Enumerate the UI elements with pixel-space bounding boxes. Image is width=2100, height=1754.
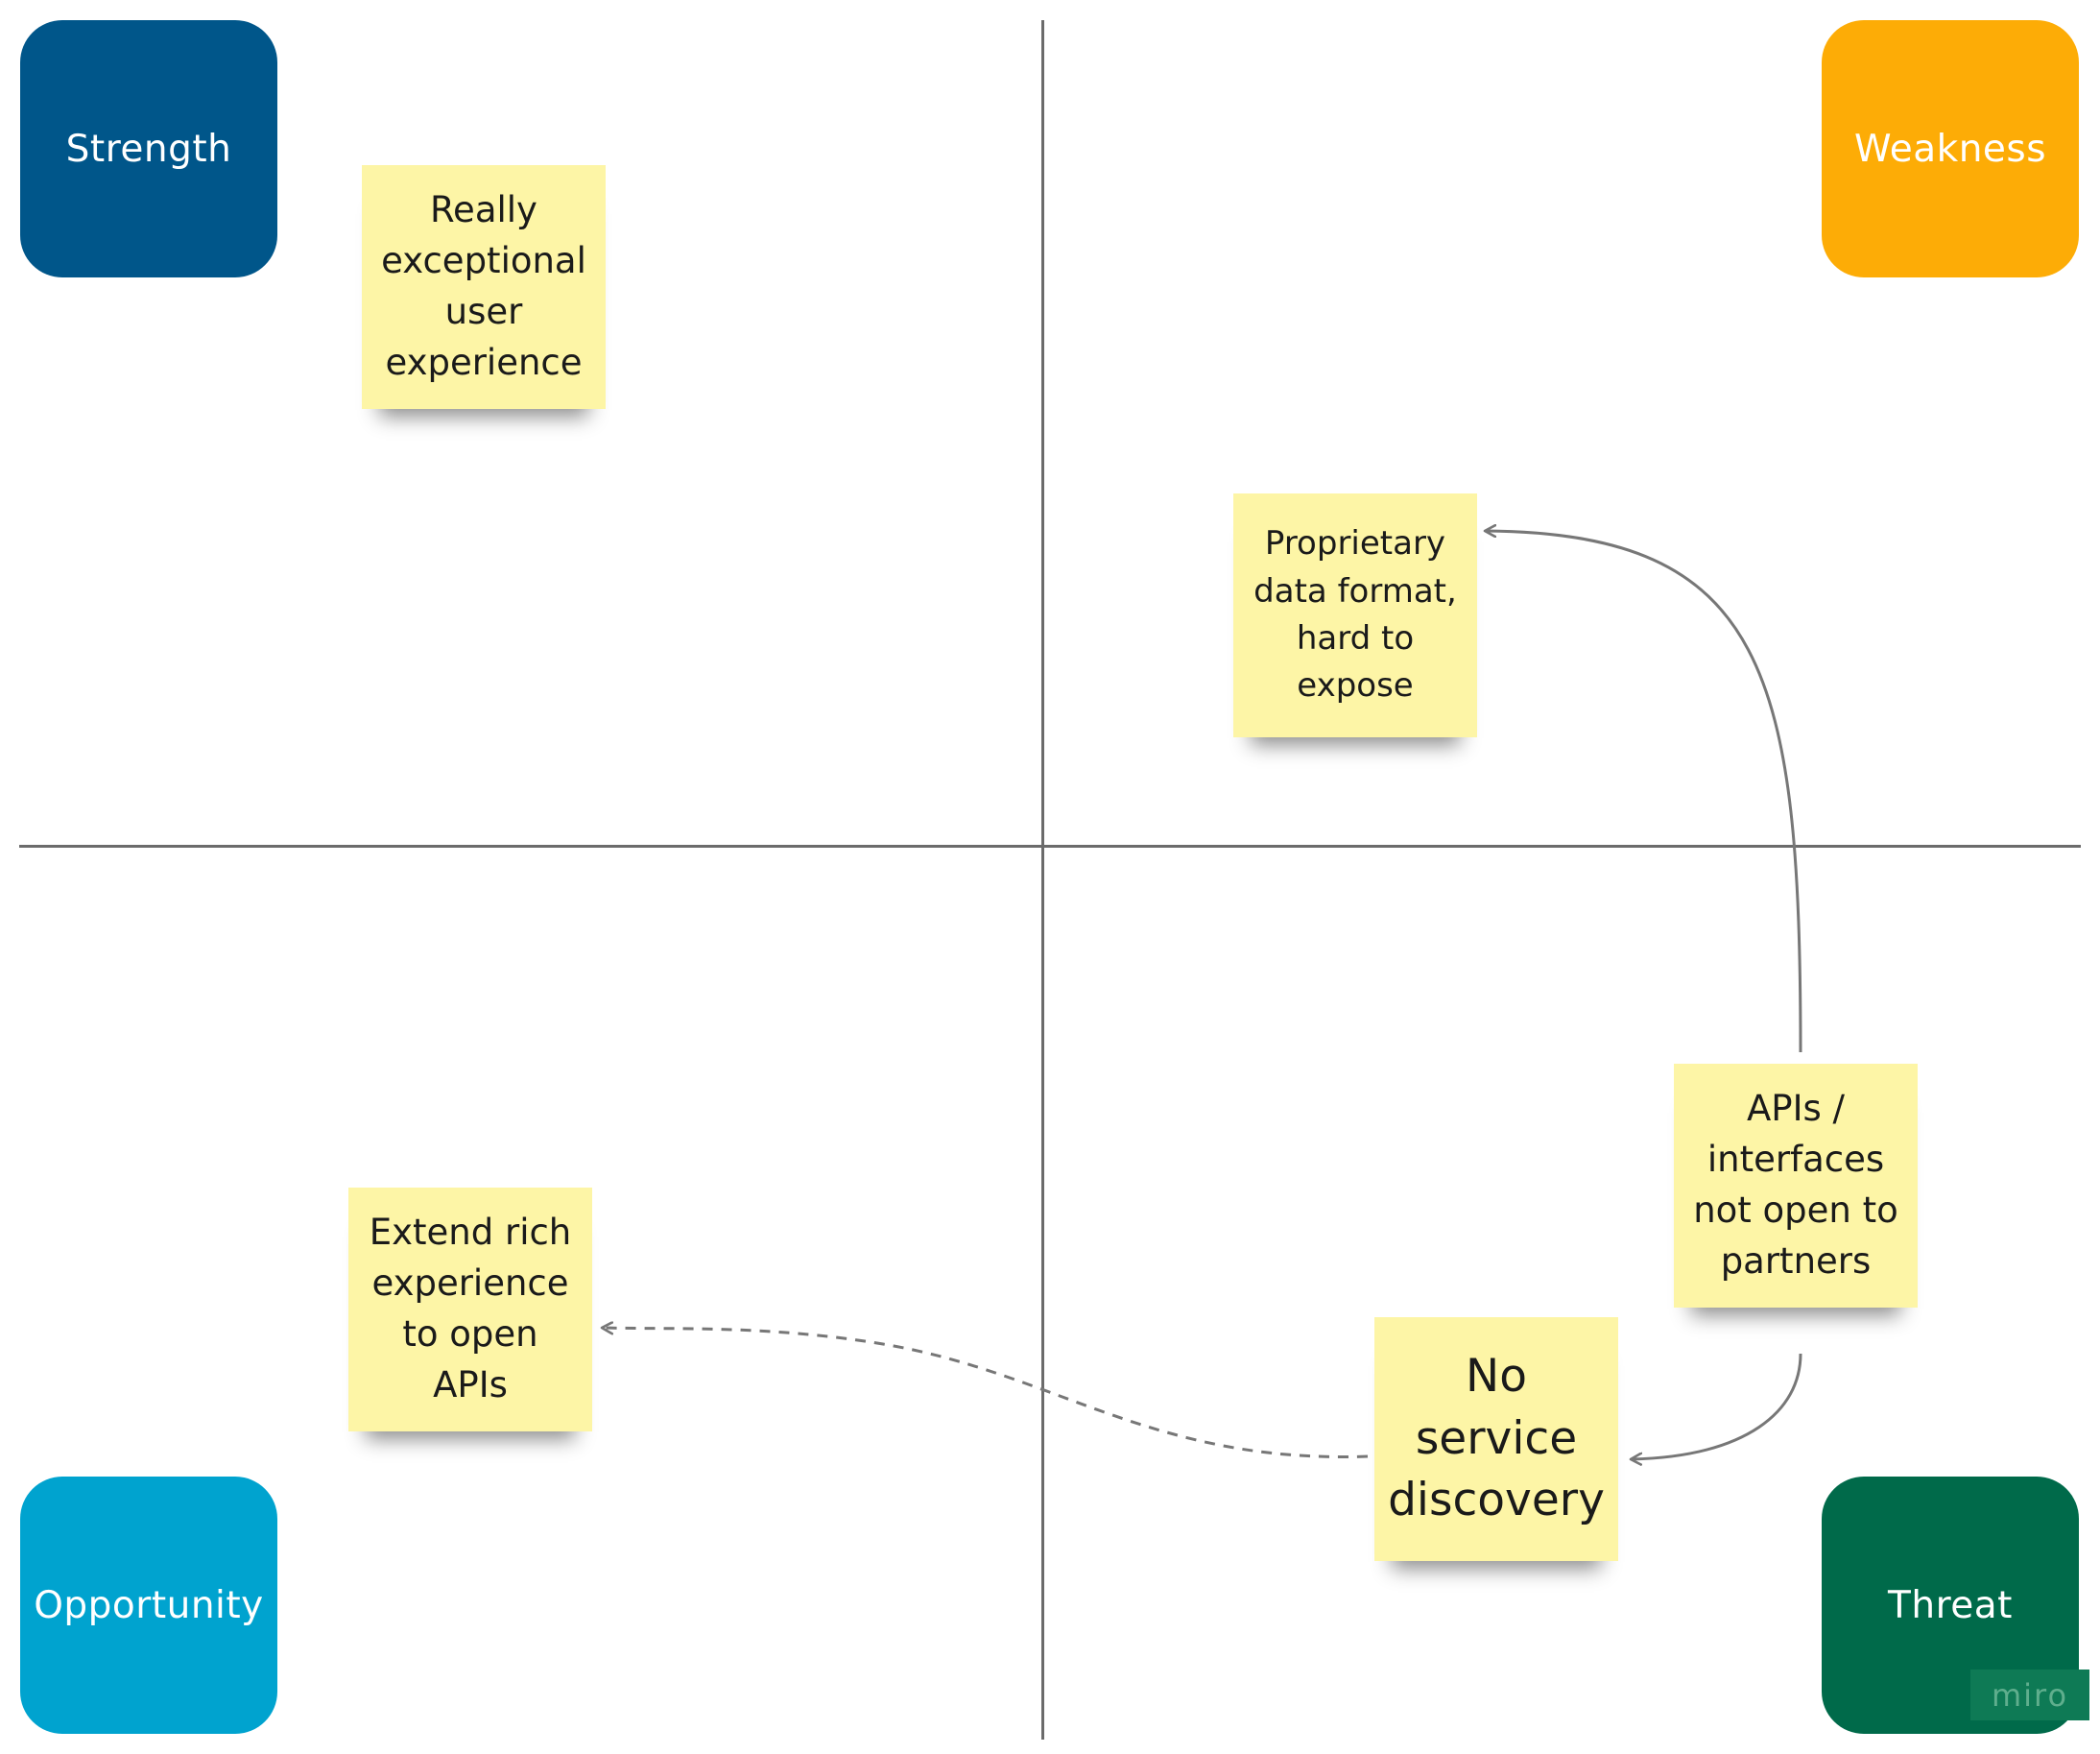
weakness-quadrant-tile[interactable]: Weakness xyxy=(1822,20,2079,277)
sticky-note-text: Proprietary data format, hard to expose xyxy=(1253,520,1457,709)
weakness-label: Weakness xyxy=(1853,127,2047,171)
strength-quadrant-tile[interactable]: Strength xyxy=(20,20,277,277)
note-line: hard to xyxy=(1296,619,1415,658)
opportunity-quadrant-tile[interactable]: Opportunity xyxy=(20,1477,277,1734)
note-line: Proprietary xyxy=(1264,524,1446,564)
opportunity-label: Opportunity xyxy=(34,1583,264,1627)
note-line: expose xyxy=(1297,666,1414,706)
miro-watermark-logo: miro xyxy=(1970,1670,2089,1720)
note-line: interfaces xyxy=(1706,1139,1885,1181)
note-line: not open to xyxy=(1693,1189,1898,1231)
note-line: discovery xyxy=(1388,1474,1605,1527)
sticky-note-apis-not-open[interactable]: APIs / interfaces not open to partners xyxy=(1674,1064,1918,1308)
sticky-note-extend-experience[interactable]: Extend rich experience to open APIs xyxy=(348,1188,592,1431)
vertical-axis-line xyxy=(1041,20,1044,1740)
horizontal-axis-line xyxy=(19,845,2081,848)
note-line: user xyxy=(444,291,523,332)
sticky-note-no-discovery[interactable]: No service discovery xyxy=(1374,1317,1618,1561)
sticky-note-text: Really exceptional user experience xyxy=(381,185,586,389)
strength-label: Strength xyxy=(65,127,232,171)
note-line: exceptional xyxy=(381,240,586,282)
note-line: to open xyxy=(402,1313,538,1355)
sticky-note-exceptional-ux[interactable]: Really exceptional user experience xyxy=(362,165,606,409)
threat-label: Threat xyxy=(1888,1583,2013,1627)
note-line: APIs xyxy=(433,1363,508,1406)
note-line: Really xyxy=(430,189,537,231)
sticky-note-proprietary-format[interactable]: Proprietary data format, hard to expose xyxy=(1233,493,1477,737)
threat-quadrant-tile[interactable]: Threat xyxy=(1822,1477,2079,1734)
sticky-note-text: Extend rich experience to open APIs xyxy=(370,1208,572,1411)
note-line: service xyxy=(1415,1411,1578,1465)
note-line: experience xyxy=(371,1262,569,1305)
sticky-note-text: No service discovery xyxy=(1388,1346,1605,1533)
apis-to-proprietary-connector[interactable] xyxy=(1486,531,1802,1053)
note-line: experience xyxy=(385,341,583,383)
apis-to-no-discovery-connector[interactable] xyxy=(1632,1353,1802,1459)
sticky-note-text: APIs / interfaces not open to partners xyxy=(1693,1084,1898,1287)
note-line: Extend rich xyxy=(369,1212,572,1254)
note-line: data format, xyxy=(1253,571,1457,611)
note-line: APIs / xyxy=(1746,1088,1846,1130)
note-line: partners xyxy=(1720,1239,1872,1282)
watermark-text: miro xyxy=(1991,1676,2069,1714)
no-discovery-to-extend-connector[interactable] xyxy=(603,1328,1369,1458)
note-line: No xyxy=(1466,1349,1527,1403)
